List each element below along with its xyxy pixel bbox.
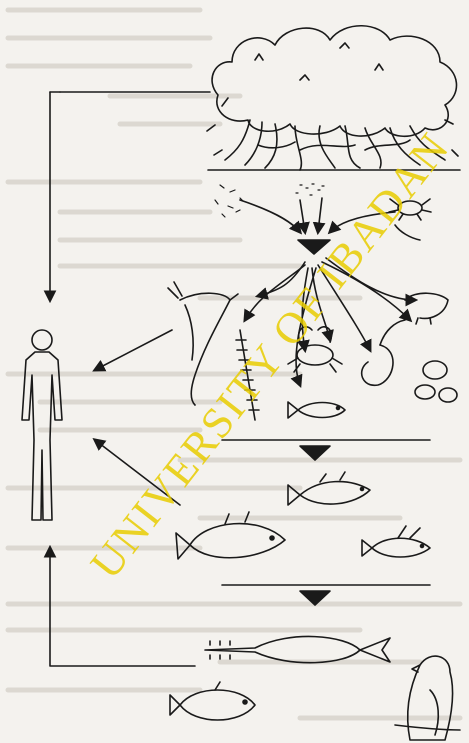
human-figure-icon [22,330,62,520]
sawfish-icon [205,636,390,662]
grouper-fish-icon [176,512,285,559]
jack-fish-icon [170,682,255,720]
worm-coil-icon [362,320,405,385]
bird-of-prey-icon [395,656,460,740]
trophic-arrow-1 [300,446,330,460]
bivalve-shells-icon [415,361,457,402]
spiny-fish-icon [362,526,430,557]
small-fish-icon [288,402,345,418]
trophic-arrow-2 [300,591,330,605]
predatory-fish-icon [288,472,370,505]
human-food-arrows [50,92,210,666]
